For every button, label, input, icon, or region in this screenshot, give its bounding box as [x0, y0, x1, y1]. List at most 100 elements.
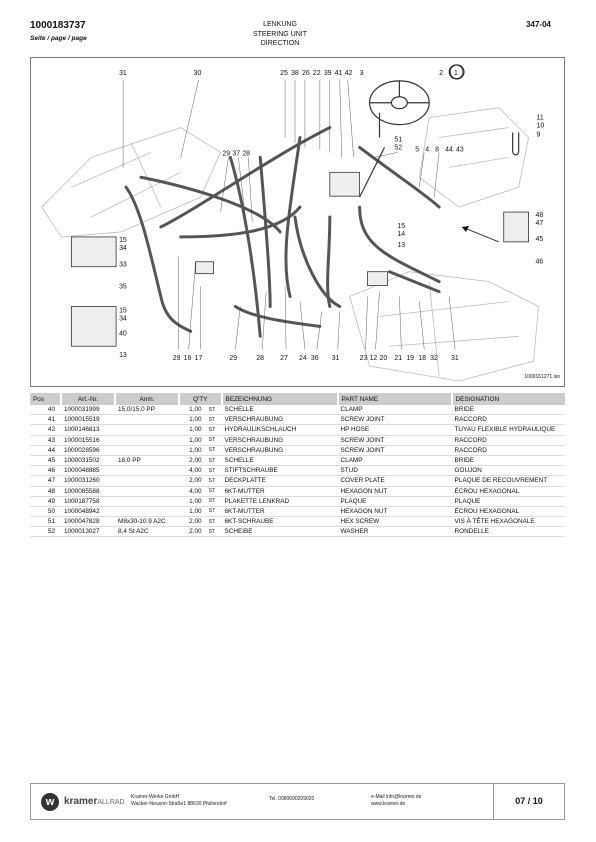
callout-label: 15: [397, 223, 405, 230]
cell-anm: [115, 445, 179, 456]
cell-part-name: SCREW JOINT: [337, 414, 452, 426]
cell-qty: 1,00: [179, 405, 208, 416]
title-en: STEERING UNIT: [252, 30, 308, 38]
callout-label: 25: [280, 70, 288, 77]
callout-label: 11: [537, 115, 544, 122]
cell-pos: 50: [30, 506, 61, 518]
cell-bezeichnung: 6KT-MUTTER: [221, 506, 338, 518]
cell-designation: ÉCROU HEXAGONAL: [451, 486, 565, 497]
page-label: Seite / page / page: [30, 35, 87, 42]
telephone: Tel. 0080090209020: [269, 796, 315, 802]
callout-label: 46: [536, 259, 544, 266]
cell-bezeichnung: 6KT-MUTTER: [221, 486, 338, 497]
cell-bezeichnung: VERSCHRAUBUNG: [221, 414, 338, 426]
callout-label: 5: [415, 146, 419, 153]
cell-unit: ST: [207, 496, 222, 507]
kramer-logo-icon: w: [41, 793, 59, 811]
cell-anm: [115, 414, 179, 426]
cell-art-nr: 1000015516: [61, 435, 115, 446]
callout-label: 47: [536, 220, 544, 227]
callout-label: 37: [232, 150, 240, 157]
cell-unit: ST: [207, 455, 222, 467]
cell-designation: PLAQUE DE RECOUVREMENT: [451, 475, 565, 487]
cell-art-nr: 1000048885: [61, 465, 115, 477]
callout-label: 1: [454, 70, 458, 77]
cell-bezeichnung: SCHELLE: [221, 455, 338, 467]
callout-label: 44: [445, 146, 453, 153]
cell-anm: [115, 486, 179, 497]
exploded-parts-diagram: 31 30 25 38 26 22 39 41 42 3 2 1 11 10 9…: [30, 57, 565, 387]
cell-designation: TUYAU FLEXIBLE HYDRAULIQUE: [451, 424, 565, 436]
footer: w kramerALLRAD Kramer-Werke GmbH Wacker-…: [30, 783, 565, 820]
cell-anm: [115, 424, 179, 436]
callout-label: 27: [280, 355, 288, 362]
cell-part-name: COVER PLATE: [337, 475, 452, 487]
page-code: 347-04: [526, 20, 551, 29]
company-name: Kramer-Werke GmbH: [131, 794, 180, 800]
cell-designation: BRIDE: [451, 455, 565, 467]
callout-label: 28: [242, 150, 250, 157]
callout-label: 8: [435, 146, 439, 153]
cell-designation: GOUJON: [451, 465, 565, 477]
cell-qty: 1,00: [179, 424, 208, 436]
table-header-row: Pos Art.-Nr. Anm. Q'TY BEZEICHNUNG PART …: [30, 393, 565, 405]
callout-label: 18: [418, 355, 426, 362]
callout-label: 28: [256, 355, 264, 362]
cell-bezeichnung: STIFTSCHRAUBE: [221, 465, 338, 477]
callout-label: 17: [195, 355, 203, 362]
cell-part-name: STUD: [337, 465, 452, 477]
cell-pos: 41: [30, 414, 61, 426]
cell-art-nr: 1000015519: [61, 414, 115, 426]
callout-label: 15: [119, 307, 127, 314]
company-address: Kramer-Werke GmbH Wacker-Neuson-Straße1 …: [131, 794, 227, 808]
callout-label: 51: [394, 136, 402, 143]
diagram-reference: 1000161271.iso: [524, 374, 560, 380]
cell-designation: PLAQUE: [451, 496, 565, 507]
header-part-name: PART NAME: [337, 393, 453, 405]
header-pos: Pos: [30, 393, 62, 405]
cell-designation: RONDELLE: [451, 526, 565, 538]
cell-bezeichnung: SCHEIBE: [221, 526, 338, 538]
cell-bezeichnung: VERSCHRAUBUNG: [221, 435, 338, 446]
cell-qty: 1,00: [179, 496, 208, 507]
brand-sub: ALLRAD: [97, 799, 125, 806]
cell-art-nr: 1000028596: [61, 445, 115, 456]
page-number: 07 / 10: [493, 784, 564, 819]
callout-label: 40: [119, 330, 127, 337]
cell-qty: 4,00: [179, 486, 208, 497]
callout-label: 45: [536, 236, 544, 243]
cell-anm: 18,0 PP: [115, 455, 179, 467]
callout-label: 3: [360, 70, 364, 77]
callout-label: 13: [119, 352, 127, 359]
callout-label: 19: [406, 355, 414, 362]
cell-anm: [115, 435, 179, 446]
callout-label: 9: [537, 132, 541, 139]
cell-unit: ST: [207, 435, 222, 446]
cell-pos: 42: [30, 424, 61, 436]
cell-anm: 15,0/15,0 PP: [115, 405, 179, 416]
callout-label: 14: [397, 231, 405, 238]
cell-unit: ST: [207, 465, 222, 477]
cell-qty: 1,00: [179, 445, 208, 456]
email: e-Mail info@kramer.de: [371, 794, 422, 800]
callout-label: 32: [430, 355, 438, 362]
cell-art-nr: 1000047828: [61, 516, 115, 528]
cell-unit: ST: [207, 516, 222, 528]
cell-qty: 1,00: [179, 506, 208, 518]
header-qty: Q'TY: [179, 393, 223, 405]
callout-label: 22: [313, 70, 321, 77]
cell-qty: 2,00: [179, 475, 208, 487]
cell-pos: 40: [30, 405, 61, 416]
header-bezeichnung: BEZEICHNUNG: [221, 393, 339, 405]
cell-art-nr: 1000031999: [61, 405, 115, 416]
callout-label: 20: [380, 355, 388, 362]
callout-label: 29: [173, 355, 181, 362]
callout-label: 23: [360, 355, 368, 362]
callout-label: 29: [229, 355, 237, 362]
cell-art-nr: 1000048942: [61, 506, 115, 518]
cell-designation: BRIDE: [451, 405, 565, 416]
